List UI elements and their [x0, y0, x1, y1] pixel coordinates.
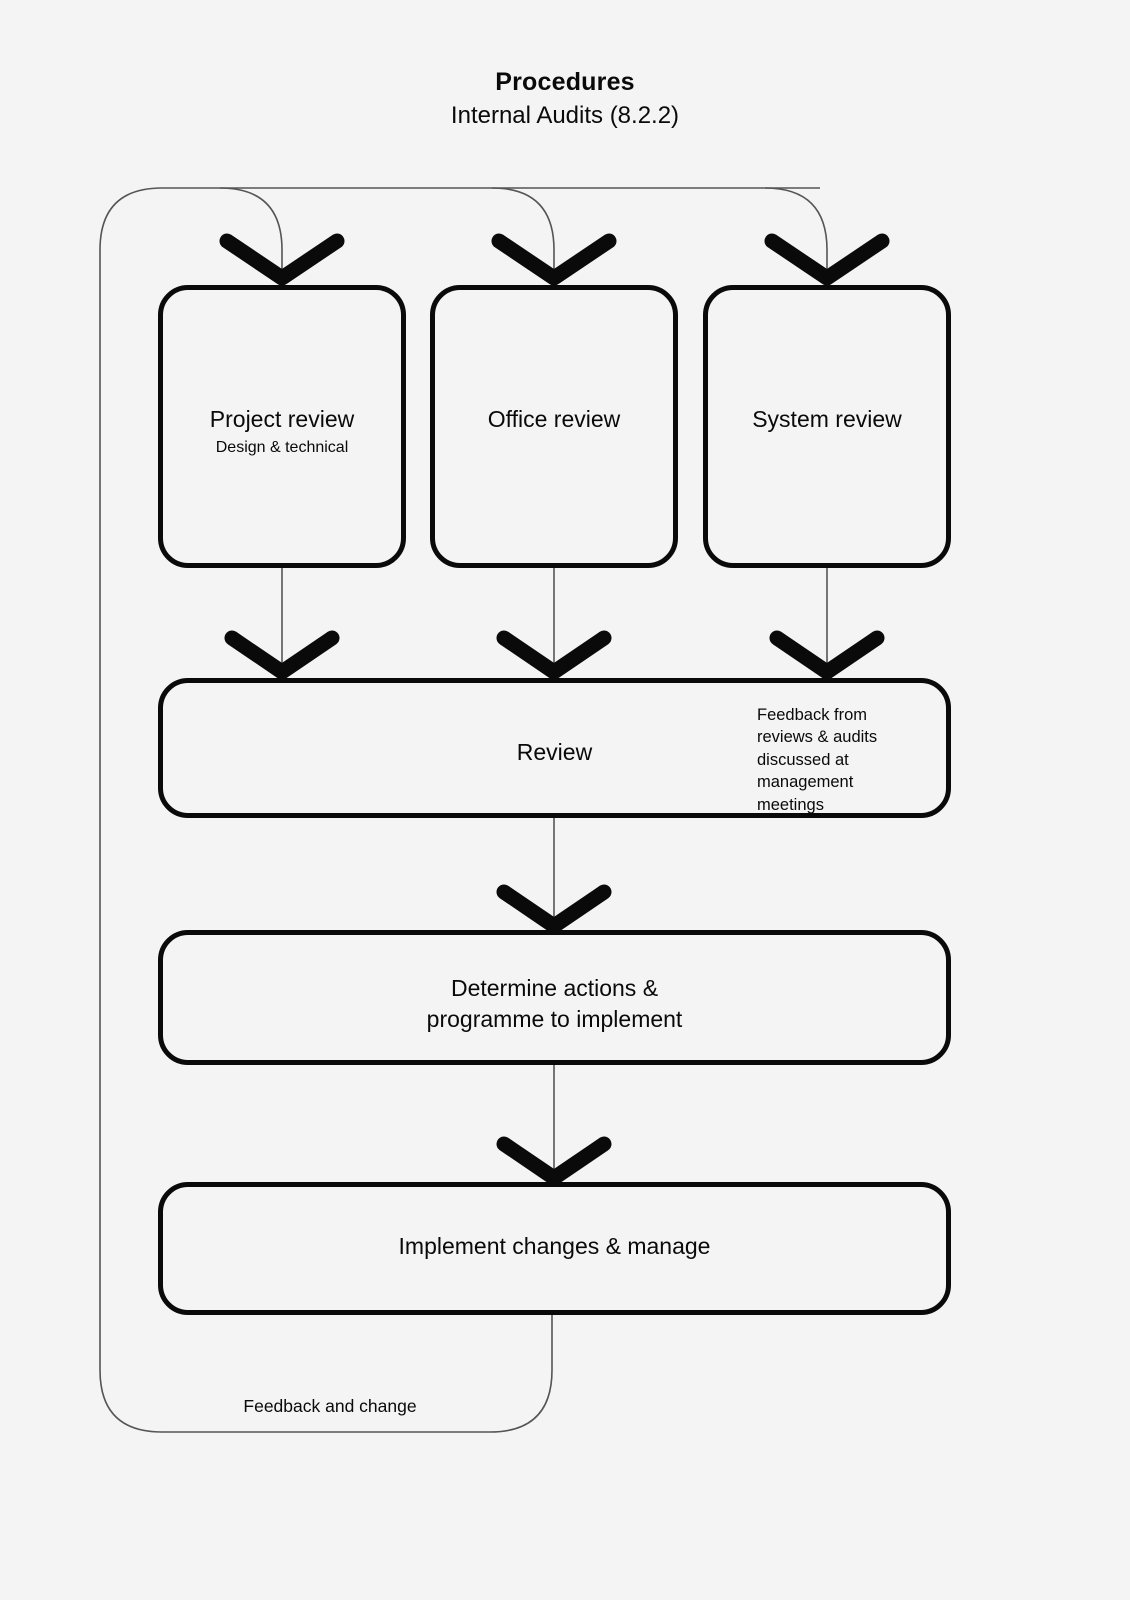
arrowhead-determine-to-implement — [496, 1136, 612, 1186]
arrowhead-into-office-review — [491, 233, 617, 286]
node-review[interactable]: Review Feedback from reviews & audits di… — [158, 678, 951, 818]
node-project-review-sublabel: Design & technical — [215, 439, 349, 456]
title-subtitle: Internal Audits (8.2.2) — [450, 102, 680, 129]
feedback-branch-system — [764, 187, 828, 285]
node-project-review[interactable]: Project review Design & technical — [158, 285, 406, 568]
feedback-loop-caption: Feedback and change — [243, 1396, 417, 1416]
arrowhead-review-to-determine — [496, 884, 612, 934]
feedback-branch-project — [219, 187, 283, 285]
node-determine-actions-label: Determine actions & programme to impleme… — [426, 975, 683, 1032]
node-office-review[interactable]: Office review — [430, 285, 678, 568]
page-title: Procedures Internal Audits (8.2.2) — [0, 66, 1130, 132]
node-project-review-label: Project review — [209, 406, 355, 432]
node-system-review[interactable]: System review — [703, 285, 951, 568]
feedback-branch-office — [491, 187, 555, 285]
arrowhead-into-system-review — [764, 233, 890, 286]
arrowhead-project-to-review — [224, 630, 340, 680]
node-review-note: Feedback from reviews & audits discussed… — [757, 706, 878, 814]
node-implement-changes[interactable]: Implement changes & manage — [158, 1182, 951, 1315]
node-office-review-label: Office review — [487, 406, 621, 432]
node-review-label: Review — [516, 739, 593, 765]
arrowhead-office-to-review — [496, 630, 612, 680]
node-implement-changes-label: Implement changes & manage — [398, 1233, 711, 1259]
arrowhead-into-project-review — [219, 233, 345, 286]
title-main: Procedures — [495, 68, 635, 96]
arrowhead-system-to-review — [769, 630, 885, 680]
node-determine-actions[interactable]: Determine actions & programme to impleme… — [158, 930, 951, 1065]
node-system-review-label: System review — [752, 406, 902, 432]
